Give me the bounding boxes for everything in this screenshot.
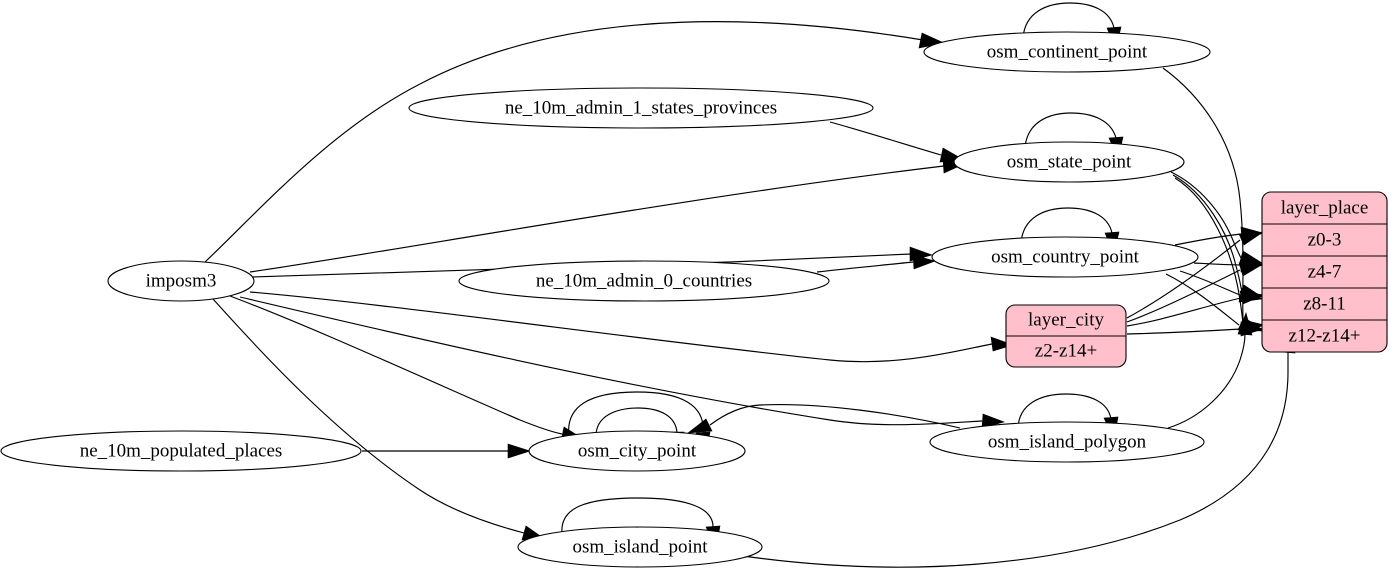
edge-imposm3-to-osm_city_point <box>229 295 586 442</box>
record-layer_place-row-z12_z14p[interactable]: z12-z14+ <box>1289 325 1361 346</box>
record-node-layer: layer_place z0-3 z4-7 z8-11 z12-z14+ lay… <box>1005 191 1388 368</box>
node-osm_country_point-label: osm_country_point <box>991 246 1139 267</box>
record-layer_place-row-z4_7[interactable]: z4-7 <box>1308 261 1342 282</box>
node-layer: imposm3 ne_10m_admin_1_states_provinces … <box>0 31 1211 568</box>
node-ne_10m_admin_0_countries-label: ne_10m_admin_0_countries <box>536 270 752 291</box>
node-osm_city_point[interactable]: osm_city_point <box>528 430 746 472</box>
record-layer_city-header: layer_city <box>1028 309 1104 330</box>
edge-layer_city-to-layer_place-z0_3 <box>1126 231 1265 319</box>
edge-layer_city-to-layer_place-z4_7 <box>1126 262 1265 323</box>
record-layer_place-row-z0_3[interactable]: z0-3 <box>1308 229 1342 250</box>
node-imposm3[interactable]: imposm3 <box>107 260 255 302</box>
edge-osm_island_polygon-to-layer_place-z12_z14p <box>1167 312 1253 429</box>
record-node-layer_city[interactable]: layer_city z2-z14+ <box>1005 304 1127 368</box>
node-ne_10m_admin_1_states_provinces-label: ne_10m_admin_1_states_provinces <box>505 97 777 118</box>
edge-imposm3-to-osm_continent_point <box>204 21 945 263</box>
node-ne_10m_populated_places[interactable]: ne_10m_populated_places <box>0 430 362 472</box>
node-osm_continent_point[interactable]: osm_continent_point <box>923 31 1211 73</box>
node-osm_country_point[interactable]: osm_country_point <box>931 236 1199 278</box>
edge-imposm3-to-osm_island_point <box>212 298 547 541</box>
record-node-layer_place[interactable]: layer_place z0-3 z4-7 z8-11 z12-z14+ <box>1261 191 1388 353</box>
record-layer_city-row-z2_z14p[interactable]: z2-z14+ <box>1035 340 1097 361</box>
node-osm_island_point[interactable]: osm_island_point <box>517 526 763 568</box>
node-osm_state_point-label: osm_state_point <box>1007 151 1132 172</box>
edge-ne_10m_populated_places-to-osm_city_point <box>362 443 531 459</box>
edge-layer_city-to-layer_place-z8_11 <box>1126 290 1266 327</box>
node-osm_continent_point-label: osm_continent_point <box>987 41 1148 62</box>
node-osm_state_point[interactable]: osm_state_point <box>953 141 1185 183</box>
node-ne_10m_populated_places-label: ne_10m_populated_places <box>80 440 283 461</box>
record-layer_place-row-z8_11[interactable]: z8-11 <box>1303 293 1346 314</box>
node-osm_city_point-label: osm_city_point <box>578 440 697 461</box>
node-osm_island_point-label: osm_island_point <box>572 536 708 557</box>
record-layer_place-header: layer_place <box>1281 197 1369 218</box>
edge-ne_10m_admin_1_states_provinces-to-osm_state_point <box>829 121 965 163</box>
edge-imposm3-to-osm_island_polygon <box>239 296 1005 429</box>
node-ne_10m_admin_1_states_provinces[interactable]: ne_10m_admin_1_states_provinces <box>408 87 874 129</box>
edge-ne_10m_admin_0_countries-to-osm_country_point <box>816 254 936 273</box>
node-osm_island_polygon-label: osm_island_polygon <box>988 431 1147 452</box>
node-osm_island_polygon[interactable]: osm_island_polygon <box>929 421 1205 463</box>
edge-osm_island_polygon-to-osm_city_point <box>687 403 961 434</box>
node-imposm3-label: imposm3 <box>146 270 217 291</box>
edge-imposm3-to-layer_city <box>249 291 1014 363</box>
node-ne_10m_admin_0_countries[interactable]: ne_10m_admin_0_countries <box>458 260 830 302</box>
edge-imposm3-to-osm_state_point <box>249 158 968 273</box>
